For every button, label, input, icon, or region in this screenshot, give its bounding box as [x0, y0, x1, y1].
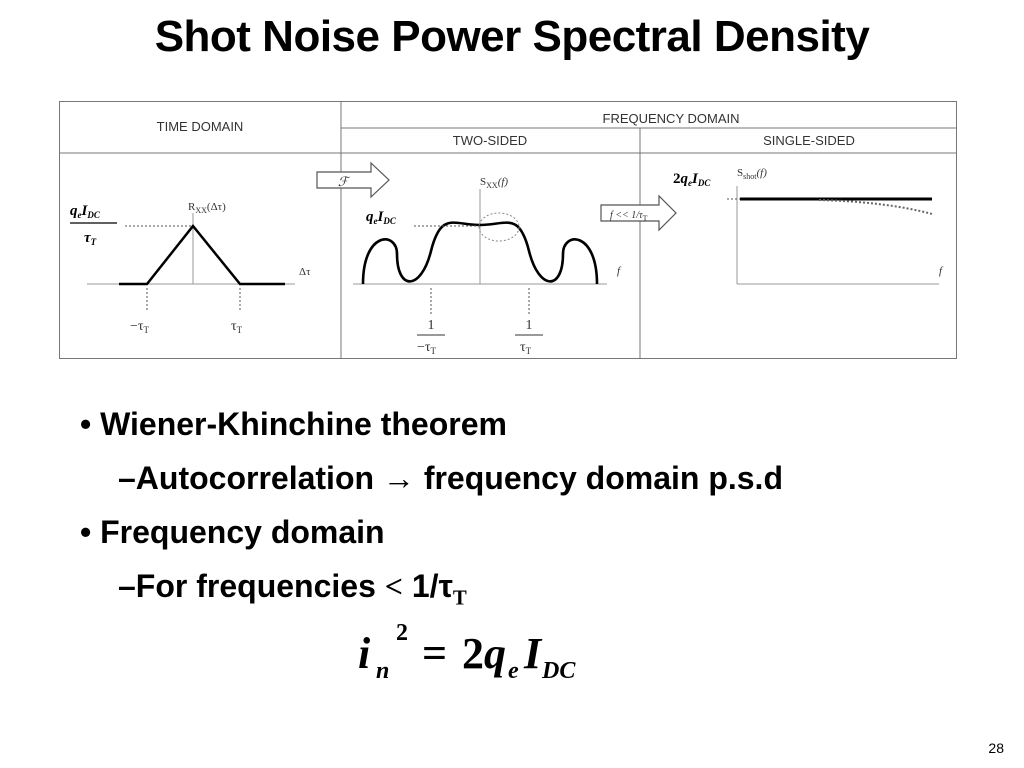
time-x-axis-label: Δτ — [299, 266, 311, 278]
slide-title: Shot Noise Power Spectral Density — [154, 12, 870, 61]
time-domain-header: TIME DOMAIN — [157, 119, 244, 134]
single-sided-rolloff — [818, 199, 933, 215]
low-frequency-arrow-shape — [600, 194, 677, 232]
shot-noise-figure: TIME DOMAIN FREQUENCY DOMAIN TWO-SIDED S… — [59, 101, 957, 359]
two-sided-func-label: SXX(f) — [480, 176, 508, 190]
time-right-tick: τT — [231, 319, 243, 335]
sub-bullet-text-tail: frequency domain p.s.d — [414, 460, 783, 496]
single-sided-plot: Sshot(f) 2qeIDC f — [673, 167, 944, 285]
figure-svg: TIME DOMAIN FREQUENCY DOMAIN TWO-SIDED S… — [59, 101, 957, 359]
tau-subscript: T — [452, 586, 467, 610]
single-sided-level-label: 2qeIDC — [673, 171, 711, 188]
two-sided-left-tick-den: −τT — [417, 340, 437, 356]
equation-svg: i n 2 = 2 q e I DC — [358, 620, 576, 684]
time-domain-plot: RXX(Δτ) qeIDC τT Δτ −τT τT — [70, 201, 311, 335]
two-sided-right-tick-num: 1 — [526, 318, 533, 333]
eq-n: n — [376, 658, 389, 684]
eq-e: e — [508, 658, 519, 684]
sub-bullet-text: –Autocorrelation — [118, 460, 383, 496]
two-sided-right-tick-den: τT — [520, 340, 532, 356]
eq-i: i — [358, 629, 371, 678]
autocorrelation-triangle — [119, 224, 285, 286]
bullet-frequency-domain: • Frequency domain — [80, 514, 385, 551]
eq-I: I — [523, 629, 543, 678]
two-sided-left-tick-num: 1 — [428, 318, 435, 333]
time-left-tick: −τT — [130, 319, 150, 335]
frequency-domain-header: FREQUENCY DOMAIN — [603, 111, 740, 126]
eq-exponent: 2 — [396, 620, 408, 646]
low-frequency-arrow: f << 1/τT — [600, 194, 677, 232]
bullet-glyph: • — [80, 514, 92, 550]
two-sided-plot: SXX(f) qeIDC f 1 −τT 1 τT — [353, 176, 622, 356]
bullet-text: Wiener-Khinchine theorem — [100, 406, 507, 442]
sub-bullet-autocorrelation: –Autocorrelation → frequency domain p.s.… — [118, 460, 783, 497]
two-sided-peak-circle — [478, 212, 520, 242]
two-sided-header: TWO-SIDED — [453, 133, 527, 148]
low-frequency-condition: f << 1/τT — [610, 210, 648, 223]
sub-bullet-text: –For frequencies — [118, 568, 385, 604]
bullet-text: Frequency domain — [100, 514, 385, 550]
page-number: 28 — [988, 740, 1004, 756]
eq-two: 2 — [462, 629, 484, 678]
figure-frame — [59, 101, 957, 359]
shot-noise-equation: i n 2 = 2 q e I DC — [356, 618, 656, 688]
sub-bullet-value: 1/τ — [402, 568, 453, 604]
time-peak-numerator: qeIDC — [70, 203, 101, 220]
two-sided-x-axis-label: f — [617, 265, 622, 277]
fourier-symbol: ℱ — [338, 174, 351, 189]
single-sided-header: SINGLE-SIDED — [763, 133, 855, 148]
two-sided-peak-label: qeIDC — [366, 209, 397, 226]
arrow-symbol: → — [382, 460, 415, 496]
two-sided-spectrum-curve — [361, 221, 599, 285]
fourier-arrow-shape — [316, 161, 390, 199]
bullet-glyph: • — [80, 406, 92, 442]
eq-q: q — [484, 629, 506, 678]
time-func-label: RXX(Δτ) — [188, 201, 226, 215]
eq-equals: = — [422, 629, 447, 678]
single-sided-func-label: Sshot(f) — [737, 167, 767, 181]
sub-bullet-frequencies: –For frequencies < 1/τT — [118, 568, 467, 610]
eq-dc: DC — [541, 658, 576, 684]
time-peak-denominator: τT — [84, 230, 97, 247]
less-than-symbol: < — [384, 568, 403, 604]
bullet-wiener-khinchine: • Wiener-Khinchine theorem — [80, 406, 507, 443]
fourier-arrow: ℱ — [316, 161, 390, 199]
single-sided-x-axis-label: f — [939, 265, 944, 277]
